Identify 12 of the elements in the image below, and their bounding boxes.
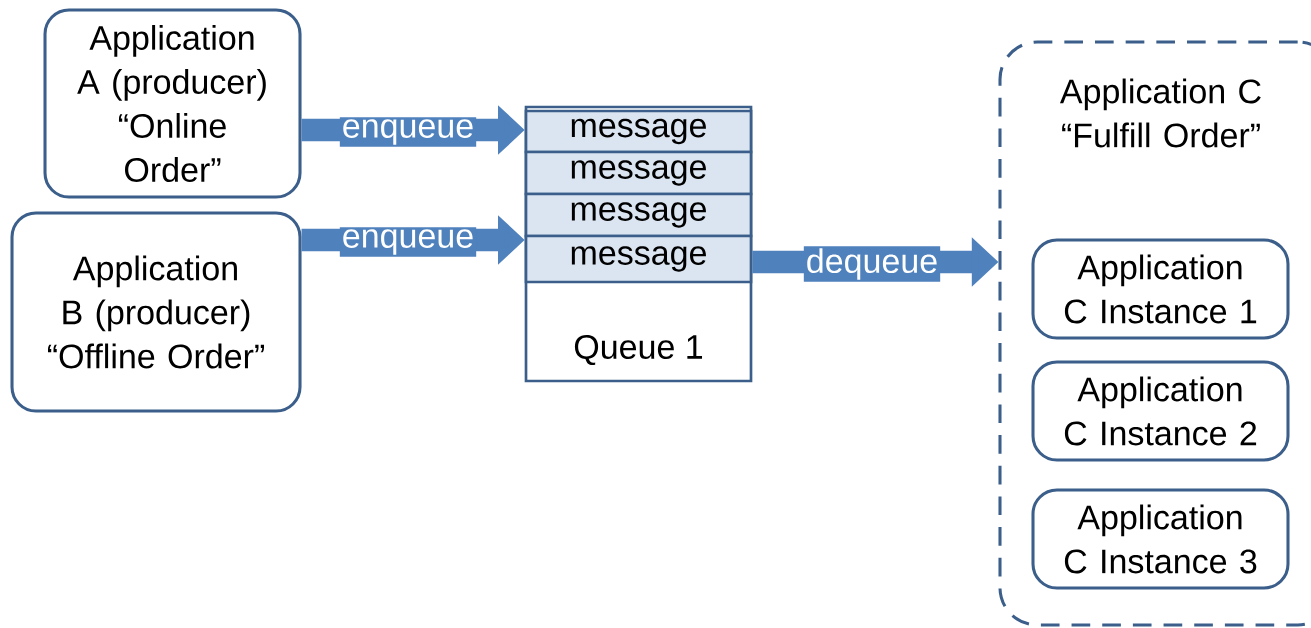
instance-box: Application C Instance 2 (1031, 360, 1290, 462)
message-cell: message (524, 192, 753, 238)
message-cell: message (524, 109, 753, 154)
instance-box: Application C Instance 3 (1031, 488, 1290, 590)
message-cell: message (524, 234, 753, 284)
message-cell: message (524, 150, 753, 196)
edge-label: enqueue (339, 227, 477, 257)
application-box: Application B (producer) “Offline Order” (10, 211, 302, 413)
instance-box: Application C Instance 1 (1031, 238, 1290, 340)
edge-label: enqueue (339, 117, 477, 147)
application-box: Application A (producer) “Online Order” (43, 8, 302, 199)
edge-label: dequeue (803, 246, 941, 282)
